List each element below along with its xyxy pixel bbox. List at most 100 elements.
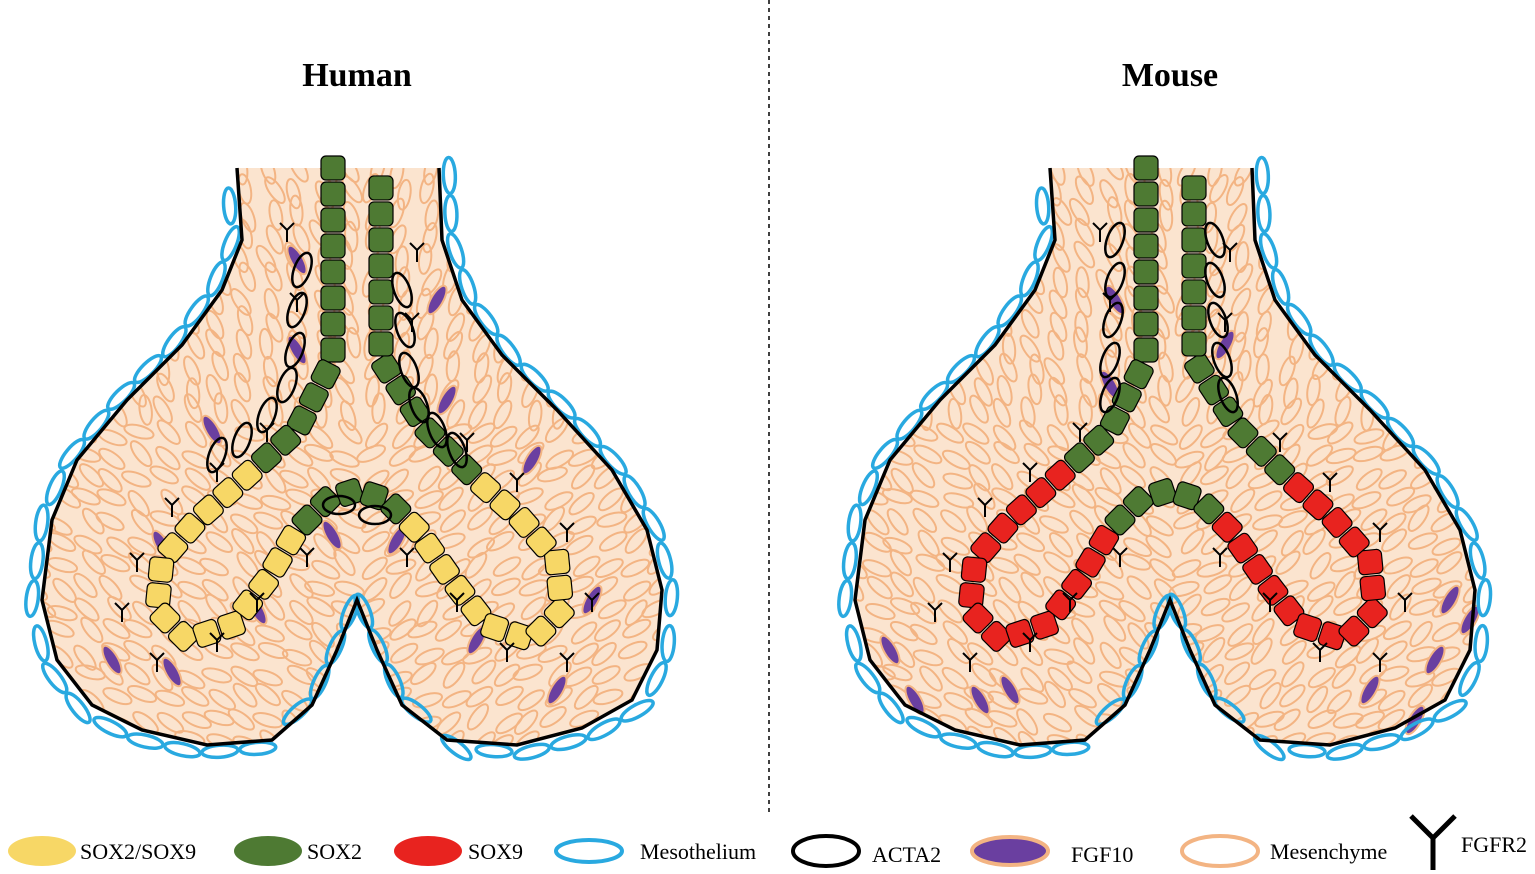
mesenchyme-cell	[104, 175, 121, 207]
mesenchyme-cell	[947, 397, 963, 430]
mesenchyme-cell	[475, 221, 492, 253]
mesenchyme-cell	[50, 218, 72, 247]
mesenchyme-cell	[1281, 661, 1305, 688]
acta2-cell	[1211, 341, 1233, 379]
mesenchyme-cell	[1223, 684, 1252, 707]
mesenchyme-cell	[570, 464, 596, 490]
sox2-epithelial-cell	[1063, 442, 1095, 474]
acta2-cell	[1104, 221, 1126, 259]
distal-epithelial-cell	[212, 477, 244, 509]
mesenchyme-cell	[230, 642, 260, 662]
mesothelium-cell	[877, 691, 905, 725]
mesenchyme-cell	[1150, 424, 1179, 446]
mesenchyme-cell	[1436, 401, 1456, 431]
mesenchyme-cell	[407, 620, 438, 639]
mesenchyme-cell	[42, 428, 57, 445]
mesenchyme-cell	[1415, 395, 1435, 426]
mesenchyme-cell	[1043, 551, 1071, 574]
mesenchyme-cell	[1462, 443, 1475, 469]
mesenchyme-cell	[629, 224, 646, 255]
peach-outline-ellipse-icon	[1180, 834, 1260, 868]
mesenchyme-cell	[1378, 469, 1407, 490]
fgf10-cell	[969, 684, 991, 716]
distal-epithelial-cell	[157, 532, 189, 564]
mesenchyme-cell	[499, 243, 514, 276]
mesenchyme-cell	[855, 287, 861, 319]
mesenchyme-cell	[1281, 168, 1299, 183]
mesenchyme-cell	[1201, 636, 1226, 664]
mesenchyme-cell	[333, 548, 356, 577]
mesenchyme-cell	[254, 682, 282, 707]
mesenchyme-cell	[51, 239, 70, 270]
mesenchyme-cell	[1288, 198, 1305, 231]
mesenchyme-cell	[489, 425, 518, 448]
acta2-cell	[1204, 261, 1226, 299]
fgf10-cell	[426, 284, 448, 316]
distal-epithelial-cell	[525, 615, 557, 647]
mesenchyme-cell	[623, 239, 640, 271]
fgfr2-receptor	[409, 242, 425, 262]
mesenchyme-cell	[598, 531, 628, 552]
mesenchyme-cell	[1200, 729, 1231, 745]
mesenchyme-cell	[647, 263, 662, 292]
mesenchyme-cell	[553, 168, 570, 184]
mesothelium-cell	[220, 224, 242, 263]
mesenchyme-cell	[1154, 284, 1175, 314]
mesenchyme-cell	[1383, 372, 1400, 404]
sox2-epithelial-cell	[371, 352, 402, 384]
mesenchyme-cell	[599, 377, 618, 408]
distal-epithelial-cell	[444, 574, 476, 606]
mesenchyme-cell	[201, 667, 233, 684]
distal-epithelial-cell	[489, 489, 521, 521]
mesenchyme-cell	[1409, 558, 1439, 578]
mesenchyme-cell	[1303, 175, 1325, 204]
mesenchyme-cell	[1053, 394, 1069, 426]
epithelium	[958, 155, 1388, 652]
mesenchyme-cell	[648, 196, 662, 227]
sox2-epithelial-cell	[1083, 424, 1115, 456]
distal-epithelial-cell	[248, 568, 280, 600]
mesenchyme-cell	[1048, 289, 1068, 320]
legend-label-fgfr2: FGFR2	[1461, 832, 1527, 857]
tissue-outline	[853, 167, 1477, 747]
distal-epithelial-cell	[1293, 613, 1323, 642]
legend: SOX2/SOX9 SOX2 SOX9 Mesothelium ACTA2 FG…	[8, 814, 1527, 870]
mesenchyme-cell	[388, 600, 412, 627]
fgfr2-receptor	[259, 422, 275, 442]
mesenchyme-cell	[630, 305, 646, 337]
mesenchyme-cell	[1145, 515, 1174, 537]
mesenchyme-cell	[1306, 398, 1325, 429]
mesenchyme-cell	[1467, 239, 1475, 270]
mesenchyme-cell	[1435, 268, 1455, 299]
mesothelium-cell	[973, 325, 1001, 359]
mesothelium-cell	[1256, 193, 1272, 234]
mesenchyme-cell	[363, 706, 393, 727]
mesothelium-cell	[641, 506, 666, 542]
mesenchyme-cell	[258, 327, 274, 360]
fgfr2-receptor	[1272, 432, 1288, 452]
mesenchyme-cell	[868, 196, 885, 228]
mesenchyme-cell	[236, 305, 254, 337]
mesenchyme-cell	[1407, 504, 1430, 532]
acta2-cell	[291, 251, 313, 289]
mesenchyme-cell	[161, 284, 183, 312]
mesenchyme-cell	[1278, 355, 1296, 387]
mesenchyme-cell	[993, 168, 1014, 187]
mesenchyme-cell	[517, 689, 545, 712]
mesenchyme-cell	[486, 734, 514, 745]
mesenchyme-cell	[597, 264, 613, 296]
mesenchyme-cell	[55, 264, 70, 297]
mesenchyme-cell	[1281, 639, 1307, 665]
mesenchyme-cell	[594, 558, 624, 579]
mesenchyme-cell	[206, 733, 237, 745]
mesenchyme-cell	[915, 553, 946, 572]
mesothelium-cell	[512, 742, 552, 761]
sox2-epithelial-cell	[1264, 454, 1296, 486]
mesenchyme-cell	[359, 733, 390, 745]
distal-epithelial-cell	[1242, 554, 1273, 585]
mesenchyme-cell	[1048, 376, 1068, 407]
mesenchyme-cell	[1352, 445, 1384, 463]
mesenchyme-cell	[855, 399, 863, 431]
mesenchyme-cell	[649, 240, 662, 273]
mesenchyme-cell	[1441, 311, 1458, 343]
